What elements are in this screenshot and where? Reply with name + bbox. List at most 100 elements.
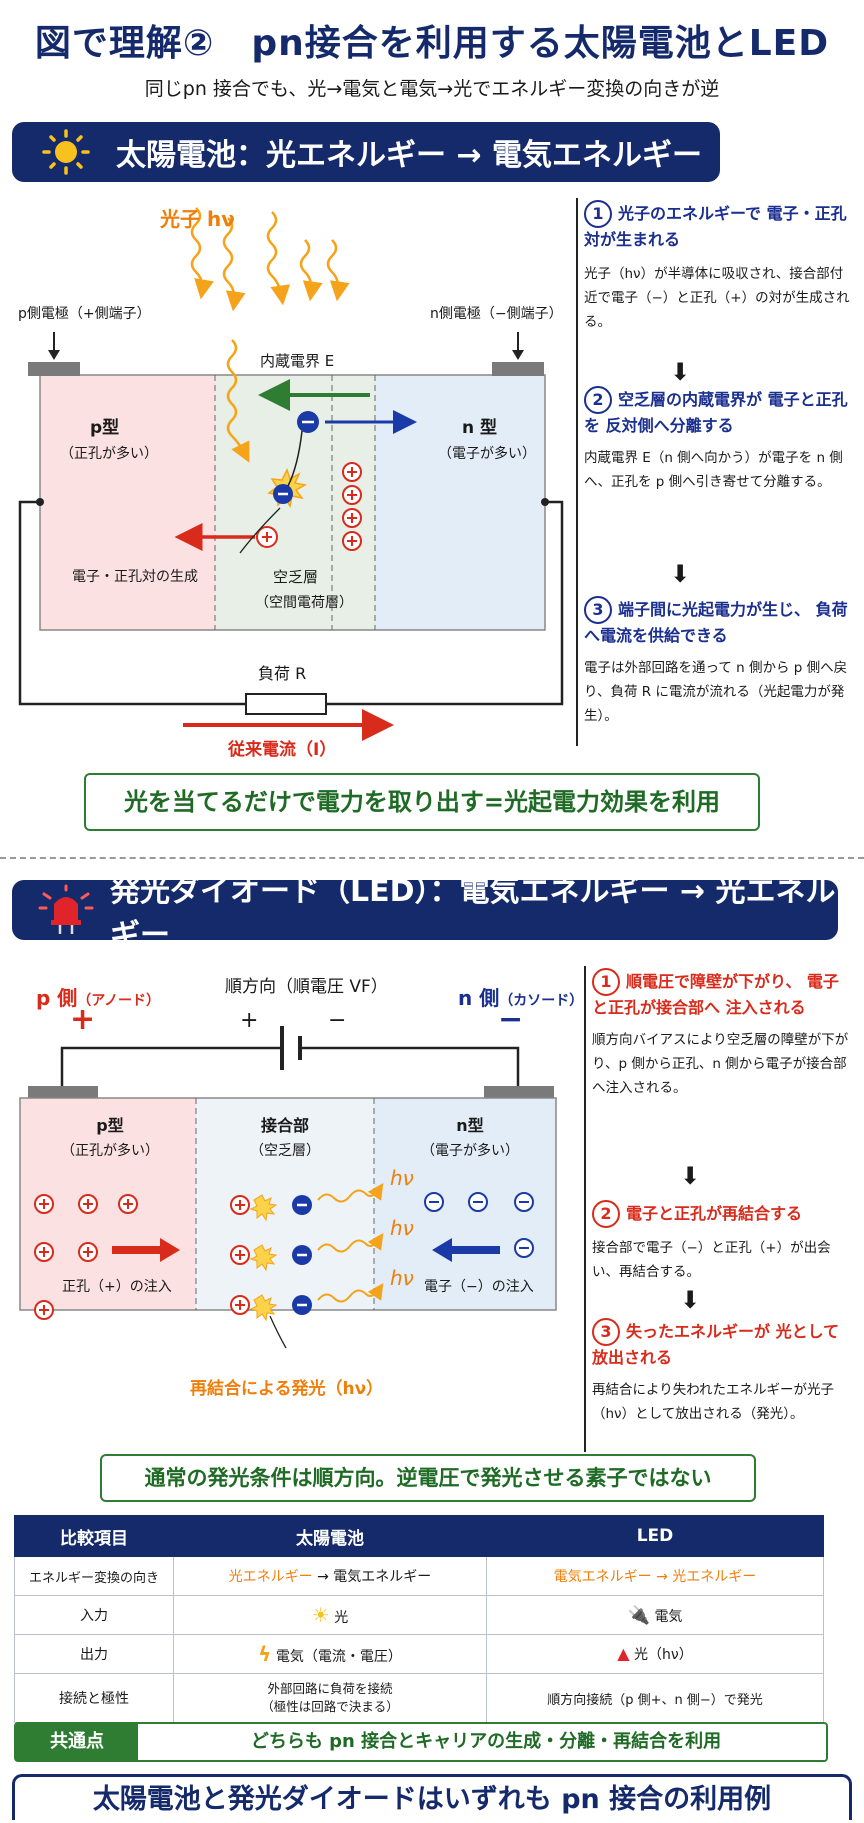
current-label: 従来電流（I） [228,740,337,760]
step-title: 電子と正孔が再結合する [626,1204,803,1223]
step-text: 順方向バイアスにより空乏層の障壁が下がり、p 側から正孔、n 側から電子が接合部… [592,1032,849,1096]
forward-bias-label: 順方向（順電圧 VF） [225,977,388,997]
led-steps-panel [584,966,587,1452]
solar-n-type-sub: （電子が多い） [438,446,536,462]
highlight-text: 電気エネルギー [553,1569,652,1585]
led-diagram [19,1026,557,1349]
depletion-sub-label: （空間電荷層） [255,595,353,611]
table-item-cell: 接続と極性 [14,1673,174,1723]
led-p-type-sub: （正孔が多い） [61,1143,159,1159]
solar-p-type-sub: （正孔が多い） [60,446,158,462]
highlight-text: 光エネルギー [228,1569,313,1585]
solar-n-type-label: n 型 [462,418,498,438]
down-arrow-icon: ⬇ [680,1162,701,1190]
step-number-badge: 1 [592,968,620,996]
step-number-badge: 2 [584,386,612,414]
p-side-plus: + [70,1002,96,1037]
page-title: 図で理解② pn接合を利用する太陽電池とLED [34,23,830,64]
common-point-text: どちらも pn 接合とキャリアの生成・分離・再結合を利用 [250,1731,722,1752]
table-header-cell: LED [486,1515,824,1557]
step-title: 失ったエネルギーが 光として放出される [592,1322,840,1367]
cell-text: 外部回路に負荷を接続 [267,1681,393,1696]
step-title: 順電圧で障壁が下がり、 電子と正孔が接合部へ 注入される [592,972,839,1017]
step-number-badge: 2 [592,1200,620,1228]
table-cell: 外部回路に負荷を接続 （極性は回路で決まる） [173,1673,487,1723]
hole-injection-label: 正孔（+）の注入 [62,1279,172,1295]
cell-text: 光（hν） [634,1647,693,1663]
led-n-type-sub: （電子が多い） [421,1143,519,1159]
plug-icon: 🔌 [627,1604,650,1626]
electron-injection-label: 電子（−）の注入 [424,1279,534,1295]
photon-label: 光子 hν [160,207,235,231]
table-cell: ☀ 光 [173,1595,487,1635]
highlight-text: → 光エネルギー [651,1569,757,1585]
led-section-band: 発光ダイオード（LED）：電気エネルギー → 光エネルギー [12,874,838,953]
junction-label: 接合部 [260,1116,309,1135]
load-label: 負荷 R [258,664,307,683]
step-title: 空乏層の内蔵電界が 電子と正孔を 反対側へ分離する [584,390,848,435]
table-header-cell: 太陽電池 [173,1515,487,1557]
n-side-sub: （カソード） [499,993,584,1009]
depletion-label: 空乏層 [273,568,319,586]
table-row: 接続と極性 外部回路に負荷を接続 （極性は回路で決まる） 順方向接続（p 側+、n… [14,1673,824,1723]
led-icon [38,884,94,934]
table-cell: ϟ 電気（電流・電圧） [173,1634,487,1674]
p-side-text: p 側 [36,986,78,1010]
field-label: 内蔵電界 E [260,352,335,370]
cell-text: （極性は回路で決まる） [261,1699,399,1714]
step-text: 光子（hν）が半導体に吸収され、接合部付近で電子（−）と正孔（+）の対が生成され… [584,266,850,330]
step-title: 端子間に光起電力が生じ、 負荷へ電流を供給できる [584,600,848,645]
sun-icon [42,129,90,175]
table-row: 入力 ☀ 光 🔌 電気 [14,1595,824,1635]
section-divider [0,857,864,859]
table-row: エネルギー変換の向き 光エネルギー → 電気エネルギー 電気エネルギー → 光エ… [14,1556,824,1596]
battery-plus-label: + [240,1008,259,1033]
lightning-icon: ϟ [258,1642,272,1666]
table-item-cell: 出力 [14,1634,174,1674]
n-side-minus: − [498,1002,524,1037]
sun-small-icon: ☀ [311,1603,330,1627]
table-header-row: 比較項目 太陽電池 LED [14,1515,824,1557]
photon-label-2: hν [390,1216,414,1240]
photon-label-1: hν [390,1166,414,1190]
cell-text: 電気 [654,1608,683,1625]
down-arrow-icon: ⬇ [670,358,691,386]
led-p-type-label: p型 [96,1116,124,1135]
n-electrode-label: n側電極（−側端子） [430,306,563,322]
table-header-cell: 比較項目 [14,1515,174,1557]
led-step-2: 2 電子と正孔が再結合する 接合部で電子（−）と正孔（+）が出会い、再結合する。 [592,1200,854,1284]
pair-generation-label: 電子・正孔対の生成 [72,569,198,585]
p-side-label: p 側（アノード） [36,982,160,1011]
footer-banner: 太陽電池と発光ダイオードはいずれも pn 接合の利用例 [12,1774,852,1820]
solar-section-band: 太陽電池：光エネルギー → 電気エネルギー [12,122,720,182]
table-cell: ▲ 光（hν） [486,1634,824,1674]
p-electrode-label: p側電極（+側端子） [18,306,151,322]
cell-text: 電気（電流・電圧） [275,1649,402,1665]
p-side-sub: （アノード） [77,993,161,1009]
step-number-badge: 1 [584,200,612,228]
step-number-badge: 3 [592,1318,620,1346]
battery-minus-label: − [328,1008,347,1033]
page-subtitle: 同じpn 接合でも、光→電気と電気→光でエネルギー変換の向きが逆 [144,78,720,100]
table-cell: 順方向接続（p 側+、n 側−）で発光 [486,1673,824,1723]
table-item-cell: エネルギー変換の向き [14,1556,174,1596]
n-side-text: n 側 [458,986,500,1010]
led-callout: 通常の発光条件は順方向。逆電圧で発光させる素子ではない [100,1454,756,1502]
table-row: 出力 ϟ 電気（電流・電圧） ▲ 光（hν） [14,1634,824,1674]
led-band-title: 発光ダイオード（LED）：電気エネルギー → 光エネルギー [110,874,836,953]
photon-label-3: hν [390,1266,414,1290]
cell-text: → 電気エネルギー [312,1569,432,1585]
table-item-cell: 入力 [14,1595,174,1635]
led-n-type-label: n型 [456,1116,484,1135]
step-text: 内蔵電界 E（n 側へ向かう）が電子を n 側へ、正孔を p 側へ引き寄せて分離… [584,450,843,490]
junction-sub: （空乏層） [250,1143,320,1159]
solar-band-title: 太陽電池：光エネルギー → 電気エネルギー [116,138,703,173]
step-text: 接合部で電子（−）と正孔（+）が出会い、再結合する。 [592,1240,831,1280]
comparison-table: 比較項目 太陽電池 LED エネルギー変換の向き 光エネルギー → 電気エネルギ… [14,1515,824,1723]
cell-text: 光 [334,1610,349,1626]
down-arrow-icon: ⬇ [680,1286,701,1314]
